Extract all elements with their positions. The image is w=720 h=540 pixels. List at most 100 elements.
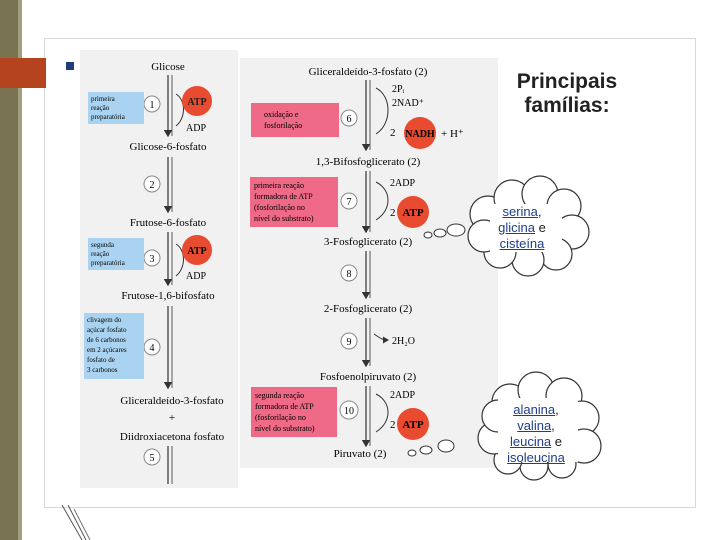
note-line: nível do substrato) — [254, 214, 314, 223]
note-line: oxidação e — [264, 110, 299, 119]
note-box-blue — [88, 92, 144, 124]
label-gliceraldeido-3-fosfato: Gliceraldeído-3-fosfato — [120, 395, 224, 407]
amino-valina: valina — [517, 418, 552, 433]
left-decor-bar-light — [18, 0, 22, 540]
note-line: reação — [91, 250, 110, 258]
label-frutose-6-fosfato: Frutose-6-fosfato — [130, 217, 207, 229]
cloud1-and: e — [535, 220, 546, 235]
note-line: açúcar fosfato — [87, 326, 127, 334]
amino-serina: serina — [502, 204, 538, 219]
amino-cisteina: cisteína — [499, 236, 545, 251]
bullet-square — [66, 62, 74, 70]
note-box-pink — [250, 177, 338, 227]
cloud2-and: e — [551, 434, 563, 449]
label-plus-h: + H⁺ — [441, 128, 464, 140]
label-2nad: 2NAD⁺ — [392, 98, 424, 109]
thought-bubble — [419, 445, 433, 455]
note-line: fosfato de — [87, 356, 115, 364]
amino-isoleucina: isoleucina — [507, 450, 565, 465]
step-number: 5 — [150, 453, 155, 464]
label-diidroxiacetona-fosfato: Diidroxiacetona fosfato — [120, 431, 225, 443]
atp-label: ATP — [187, 246, 206, 257]
label-1-3-bifosfoglicerato: 1,3-Bifosfoglicerato (2) — [316, 156, 421, 168]
step-circle — [340, 192, 358, 210]
cloud1-comma: , — [537, 204, 542, 219]
note-line: segunda reação — [255, 391, 304, 400]
step-circle — [143, 175, 161, 193]
step-circle — [340, 332, 358, 350]
note-line: formadora de ATP — [254, 192, 313, 201]
note-box-pink — [251, 387, 337, 437]
note-line: fosforilação — [264, 121, 302, 130]
note-line: primeira — [91, 95, 116, 103]
step-number: 8 — [347, 269, 352, 280]
label-fosfoenolpiruvato: Fosfoenolpiruvato (2) — [320, 371, 417, 383]
thought-bubble — [446, 223, 466, 237]
step-number: 9 — [347, 337, 352, 348]
note-line: preparatória — [91, 259, 126, 267]
amino-leucina: leucina — [509, 434, 552, 449]
note-line: em 2 açúcares — [87, 346, 127, 354]
atp-label: ATP — [402, 207, 423, 219]
step-circle — [339, 400, 359, 420]
atp-circle — [397, 408, 429, 440]
adp-label: ADP — [186, 271, 206, 282]
heading-line1: Principais — [516, 70, 618, 93]
note-box-blue — [88, 238, 144, 270]
note-line: (fosforilação no — [255, 413, 306, 422]
step-number: 2 — [150, 180, 155, 191]
note-line: clivagem do — [87, 316, 122, 324]
step-circle — [340, 109, 358, 127]
atp-circle — [182, 235, 212, 265]
label-3-fosfoglicerato: 3-Fosfoglicerato (2) — [324, 236, 413, 248]
label-two: 2 — [390, 207, 396, 219]
nadh-circle — [404, 117, 436, 149]
heading: Principais famílias: — [502, 70, 632, 118]
note-line: segunda — [91, 241, 115, 249]
step-number: 7 — [347, 197, 352, 208]
note-box-blue — [84, 313, 144, 379]
step-number: 10 — [344, 406, 354, 417]
nadh-label: NADH — [405, 129, 435, 140]
thought-bubble — [433, 228, 447, 238]
note-line: 3 carbonos — [87, 366, 118, 374]
heading-line2: famílias: — [524, 94, 610, 117]
note-line: formadora de ATP — [255, 402, 314, 411]
label-piruvato: Piruvato (2) — [334, 448, 387, 460]
label-plus: + — [169, 412, 175, 424]
label-two: 2 — [390, 419, 396, 431]
step-circle — [340, 264, 358, 282]
note-line: (fosforilação no — [254, 203, 305, 212]
note-line: reação — [91, 104, 110, 112]
atp-circle — [182, 86, 212, 116]
adp-label: ADP — [186, 123, 206, 134]
atp-circle — [397, 196, 429, 228]
cloud2-comma: , — [555, 402, 559, 417]
note-line: primeira reação — [254, 181, 304, 190]
thought-bubble — [407, 449, 417, 457]
label-2-fosfoglicerato: 2-Fosfoglicerato (2) — [324, 303, 413, 315]
label-two: 2 — [390, 127, 396, 139]
step-number: 1 — [150, 100, 155, 111]
step-number: 6 — [347, 114, 352, 125]
step-number: 4 — [150, 343, 155, 354]
label-2adp: 2ADP — [390, 178, 415, 189]
atp-label: ATP — [402, 419, 423, 431]
cloud2-text: alanina, valina, leucina e isoleucina — [490, 402, 582, 466]
label-2h2o: 2H₂O — [392, 336, 415, 347]
note-line: de 6 carbonos — [87, 336, 126, 344]
thought-bubble — [437, 439, 455, 453]
label-glicose-6-fosfato: Glicose-6-fosfato — [130, 141, 207, 153]
label-gliceraldeido-3-fosfato-2: Gliceraldeído-3-fosfato (2) — [309, 66, 428, 78]
note-line: preparatória — [91, 113, 126, 121]
left-decor-bar — [0, 0, 18, 540]
accent-block — [0, 58, 46, 88]
amino-glicina: glicina — [498, 220, 535, 235]
note-line: nível do substrato) — [255, 424, 315, 433]
cloud2-comma: , — [551, 418, 555, 433]
label-2pi: 2Pᵢ — [392, 84, 405, 95]
label-frutose-1-6-bifosfato: Frutose-1,6-bifosfato — [121, 290, 215, 302]
amino-alanina: alanina — [513, 402, 556, 417]
note-box-pink — [251, 103, 339, 137]
label-glicose: Glicose — [151, 61, 185, 73]
